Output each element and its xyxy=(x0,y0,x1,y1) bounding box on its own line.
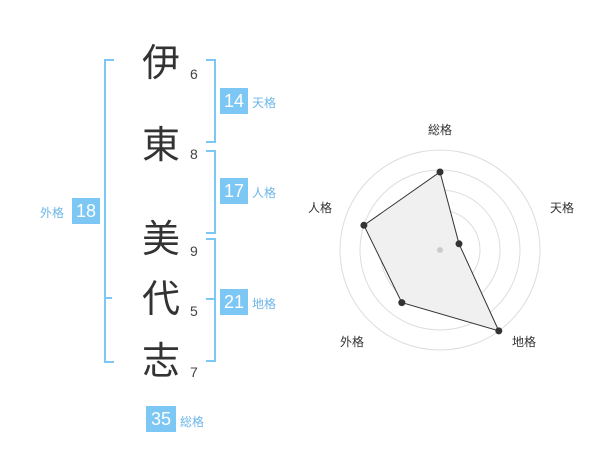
jinkaku-value: 17 xyxy=(220,178,248,204)
stroke-count-3: 9 xyxy=(190,243,198,259)
tenkaku-value: 14 xyxy=(220,88,248,114)
gaikaku-value: 18 xyxy=(72,198,100,224)
radar-point xyxy=(398,299,406,307)
stroke-count-4: 5 xyxy=(190,303,198,319)
jinkaku-bracket xyxy=(206,150,216,234)
axis-label-soukaku: 総格 xyxy=(428,122,452,137)
stroke-count-1: 6 xyxy=(190,66,198,82)
stroke-count-5: 7 xyxy=(190,364,198,380)
name-char-3: 美 xyxy=(141,217,180,261)
radar-ring xyxy=(339,149,541,351)
radar-center-dot xyxy=(437,247,443,253)
name-char-1: 伊 xyxy=(141,41,180,85)
tenkaku-bracket xyxy=(206,59,216,143)
chikaku-value: 21 xyxy=(220,289,248,315)
chikaku-label: 地格 xyxy=(252,297,277,311)
stroke-count-2: 8 xyxy=(190,146,198,162)
radar-point xyxy=(360,221,368,229)
soukaku-label: 総格 xyxy=(180,415,205,429)
chikaku-bracket xyxy=(206,238,216,362)
jinkaku-label: 人格 xyxy=(252,186,277,200)
radar-point xyxy=(436,168,444,176)
radar-point xyxy=(495,327,503,335)
name-char-5: 志 xyxy=(141,339,180,383)
axis-label-chikaku: 地格 xyxy=(512,334,536,349)
gaikaku-bracket xyxy=(104,59,114,363)
axis-label-tenkaku: 天格 xyxy=(550,200,574,215)
radar-point xyxy=(455,240,463,248)
radar-area xyxy=(363,171,500,332)
chikaku-tick xyxy=(206,298,214,300)
axis-label-gaikaku: 外格 xyxy=(340,334,364,349)
soukaku-value: 35 xyxy=(146,406,176,432)
axis-label-jinkaku: 人格 xyxy=(308,200,332,215)
name-char-4: 代 xyxy=(141,277,180,321)
name-char-2: 東 xyxy=(141,123,180,167)
gaikaku-label: 外格 xyxy=(40,206,65,220)
radar-points xyxy=(360,168,503,335)
tenkaku-label: 天格 xyxy=(252,96,277,110)
gaikaku-tick xyxy=(104,297,112,299)
